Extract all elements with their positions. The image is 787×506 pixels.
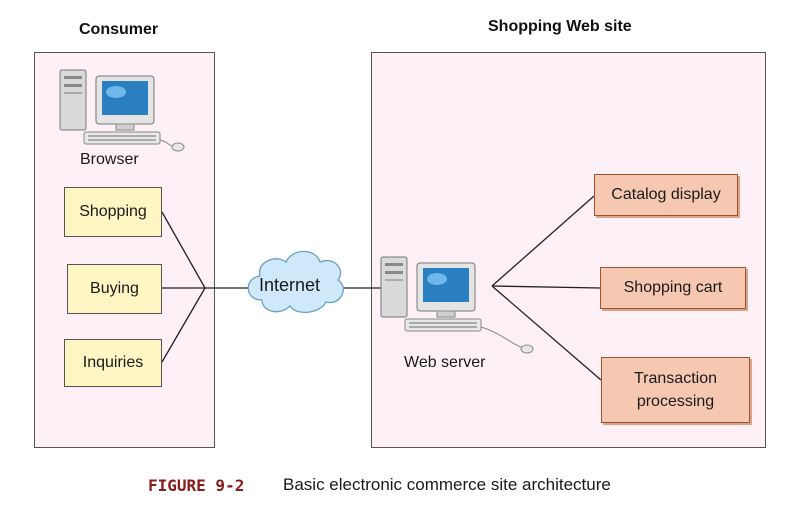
connector-cart <box>491 285 601 289</box>
desktop-computer-icon <box>59 69 185 152</box>
figure-label: FIGURE 9-2 <box>148 476 245 495</box>
consumer-item-buying: Buying <box>67 264 162 314</box>
desktop-computer-icon <box>380 256 534 354</box>
site-function-shopping-cart: Shopping cart <box>600 267 746 309</box>
figure-caption: Basic electronic commerce site architect… <box>283 475 611 494</box>
browser-label: Browser <box>80 151 139 168</box>
cloud-icon <box>247 250 344 313</box>
site-function-catalog-display: Catalog display <box>594 174 738 216</box>
connector-transaction <box>491 285 602 381</box>
consumer-item-inquiries: Inquiries <box>64 339 162 387</box>
connector-shopping <box>161 211 206 289</box>
internet-label: Internet <box>259 275 321 295</box>
consumer-item-shopping: Shopping <box>64 187 162 237</box>
site-title: Shopping Web site <box>488 18 632 35</box>
web-server-label: Web server <box>404 354 486 371</box>
consumer-title: Consumer <box>79 21 159 38</box>
connector-catalog <box>491 195 595 287</box>
connector-inquiries <box>161 287 206 363</box>
site-function-transaction-processing: Transaction processing <box>601 357 750 423</box>
